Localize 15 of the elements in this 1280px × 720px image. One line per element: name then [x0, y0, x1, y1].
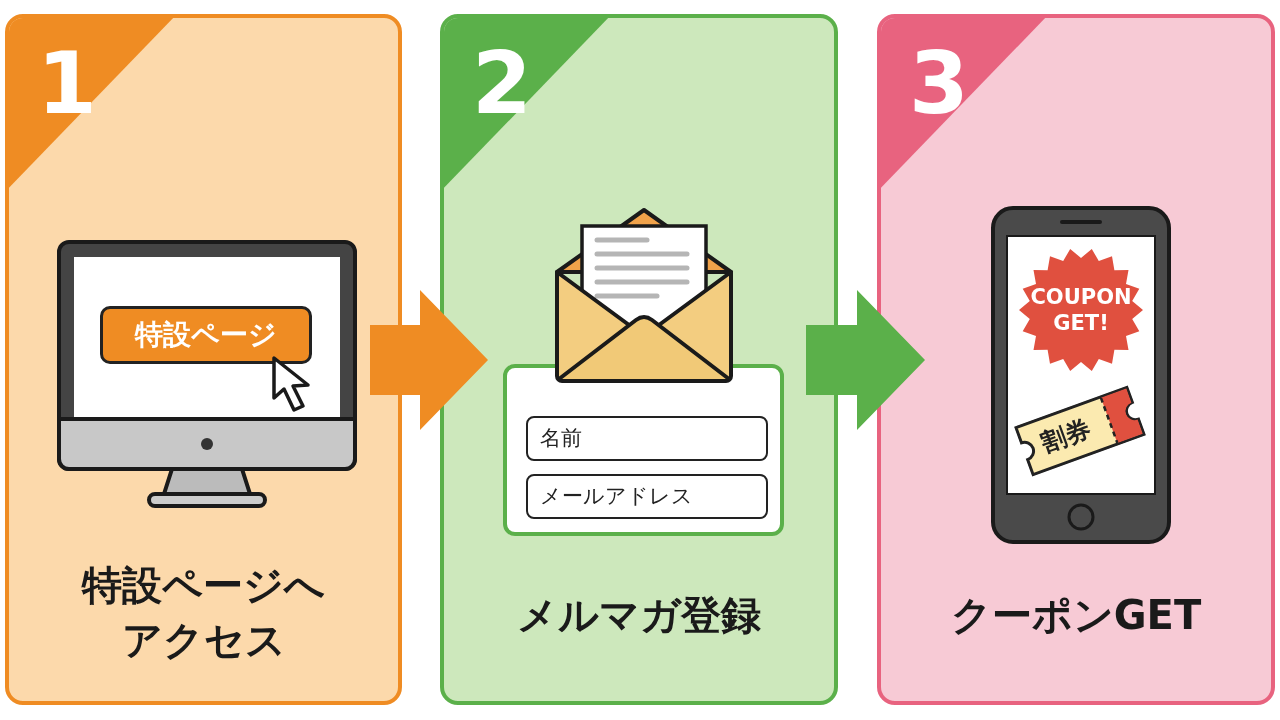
step-title: メルマガ登録 [516, 591, 762, 640]
step-panel [877, 14, 1275, 705]
step-title: クーポンGET [949, 591, 1203, 640]
step-panel [5, 14, 402, 705]
page-button: 特設ページ [100, 306, 312, 364]
arrow [806, 290, 925, 430]
step-panel [440, 14, 838, 705]
arrow [370, 290, 488, 430]
input-field: 名前 [526, 416, 768, 461]
step-number: 3 [909, 40, 969, 126]
form-card [503, 364, 784, 536]
step-title: 特設ページへアクセス [80, 561, 326, 666]
step-number: 2 [472, 40, 532, 126]
input-field: メールアドレス [526, 474, 768, 519]
step-number: 1 [37, 40, 97, 126]
